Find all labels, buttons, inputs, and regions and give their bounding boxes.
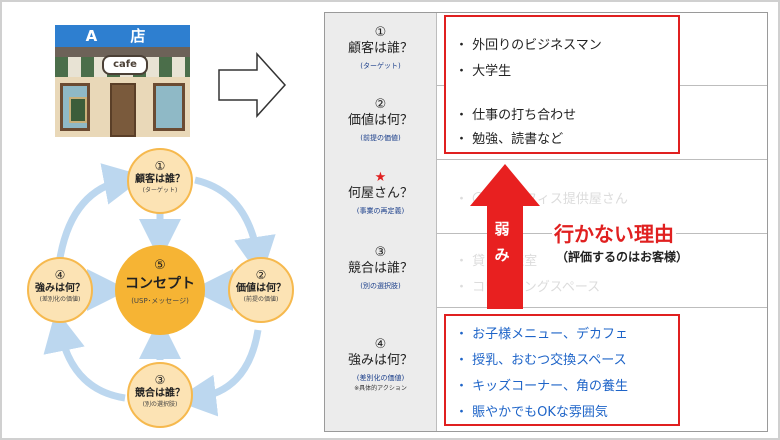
shop-window-right — [153, 83, 185, 131]
row-label: ① 顧客は誰？ (ターゲット) — [325, 13, 437, 85]
reason-not-going: 行かない理由 — [552, 218, 676, 247]
customer-value-box — [444, 15, 680, 154]
cycle-node-strength: ④ 強みは何？ (差別化の価値) — [27, 257, 93, 323]
strength-box — [444, 314, 680, 426]
row-label: ★ 何屋さん？ (事業の再定義) — [325, 159, 437, 233]
strength-item-3: ・ キッズコーナー、角の養生 — [455, 379, 629, 394]
row-label: ② 価値は何？ (前提の価値) — [325, 85, 437, 159]
cafe-shop-illustration: A 店 cafe — [55, 25, 190, 137]
shop-roof — [55, 47, 190, 57]
right-arrow-icon — [218, 52, 287, 118]
arc-left-top — [56, 163, 146, 259]
shop-sign: A 店 — [55, 25, 190, 47]
arc-right-bottom — [174, 329, 262, 417]
cycle-node-customer: ① 顧客は誰？ (ターゲット) — [127, 148, 193, 214]
arc-top-right — [194, 176, 276, 279]
row-label: ③ 競合は誰？ (別の選択肢) — [325, 233, 437, 307]
concept-table: ① 顧客は誰？ (ターゲット) ② 価値は何？ (前提の価値) ★ 何屋さん？ … — [324, 12, 768, 432]
cycle-node-competitor: ③ 競合は誰？ (別の選択肢) — [127, 362, 193, 428]
cycle-arrows — [43, 163, 276, 417]
menu-board-stand — [69, 97, 87, 123]
value-item-2: ・ 勉強、読書など — [455, 132, 564, 147]
strength-item-4: ・ 賑やかでもOKな雰囲気 — [455, 405, 608, 420]
table-row-strength: ④ 強みは何？ (差別化の価値) ※具体的アクション — [325, 307, 767, 431]
weakness-label: 弱み — [494, 220, 510, 264]
cycle-node-value: ② 価値は何？ (前提の価値) — [228, 257, 294, 323]
reason-subtitle: （評価するのはお客様） — [554, 248, 691, 265]
arc-bottom-left — [43, 309, 126, 402]
shop-door — [110, 83, 136, 137]
strength-item-2: ・ 授乳、おむつ交換スペース — [455, 353, 627, 368]
row-label: ④ 強みは何？ (差別化の価値) ※具体的アクション — [325, 307, 437, 431]
table-row-value: ② 価値は何？ (前提の価値) — [325, 85, 767, 160]
cycle-node-concept: ⑤ コンセプト (USP･メッセージ) — [115, 245, 205, 335]
cafe-signboard: cafe — [102, 55, 148, 75]
weakness-up-arrow-icon — [470, 164, 540, 309]
table-row-business: ★ 何屋さん？ (事業の再定義) — [325, 159, 767, 234]
table-row-competitor: ③ 競合は誰？ (別の選択肢) — [325, 233, 767, 308]
strength-item-1: ・ お子様メニュー、デカフェ — [455, 327, 629, 342]
value-item-1: ・ 仕事の打ち合わせ — [455, 108, 577, 123]
star-icon: ★ — [374, 170, 387, 185]
customer-item-2: ・ 大学生 — [455, 64, 512, 79]
customer-item-1: ・ 外回りのビジネスマン — [455, 38, 602, 53]
